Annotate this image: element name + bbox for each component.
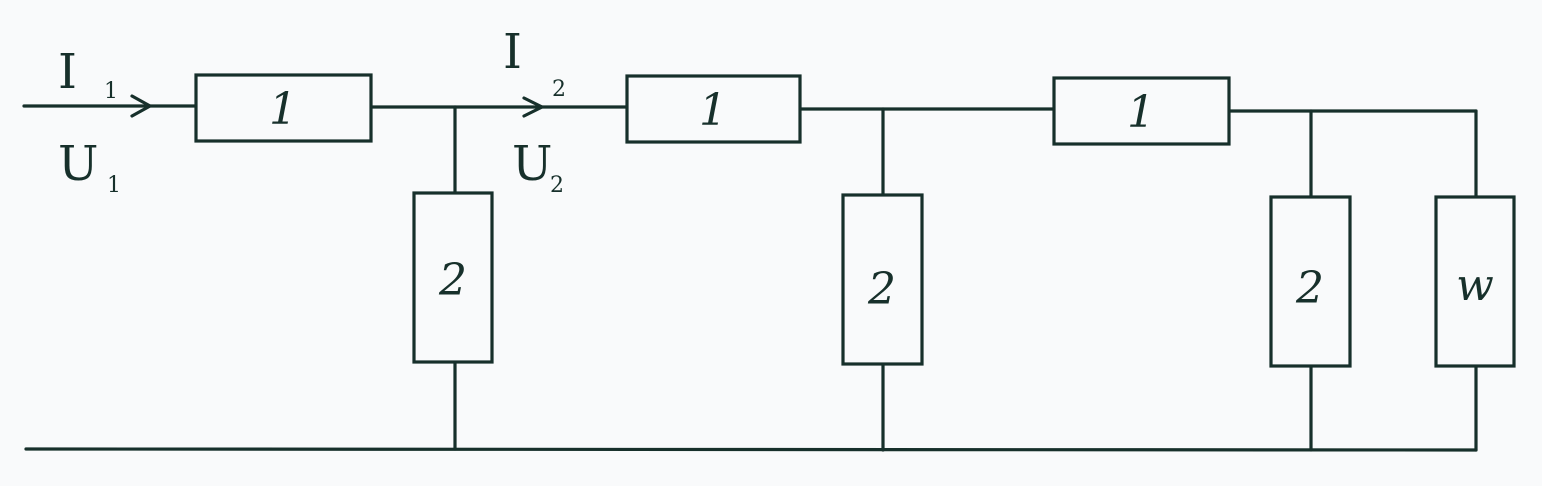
shunt-impedance-1-value: 2 xyxy=(438,255,467,306)
shunt-impedance-3: 2 xyxy=(1269,195,1352,368)
load-impedance: w xyxy=(1434,195,1516,368)
midpoint-voltage-symbol: U xyxy=(512,136,552,192)
input-current-arrow xyxy=(130,94,154,118)
wire-ground-return xyxy=(24,447,1478,452)
input-current-symbol: I xyxy=(58,44,77,100)
series-impedance-3-value: 1 xyxy=(1127,87,1155,138)
midpoint-current-label: I 2 xyxy=(503,24,566,102)
series-impedance-1: 1 xyxy=(194,73,373,143)
input-voltage-symbol: U xyxy=(58,136,98,192)
series-impedance-3: 1 xyxy=(1052,76,1231,146)
input-voltage-subscript: 1 xyxy=(107,173,121,198)
midpoint-current-symbol: I xyxy=(503,24,522,80)
series-impedance-1-value: 1 xyxy=(269,84,297,135)
load-impedance-value: w xyxy=(1456,260,1494,311)
shunt-impedance-3-value: 2 xyxy=(1295,263,1324,314)
shunt-impedance-1: 2 xyxy=(412,191,494,364)
midpoint-current-subscript: 2 xyxy=(552,77,566,102)
midpoint-current-arrow xyxy=(522,96,546,118)
midpoint-voltage-subscript: 2 xyxy=(550,173,564,198)
midpoint-voltage-label: U 2 xyxy=(512,136,564,198)
shunt-impedance-2-value: 2 xyxy=(867,264,896,315)
input-current-label: I 1 xyxy=(58,44,118,104)
input-current-subscript: 1 xyxy=(104,79,118,104)
input-voltage-label: U 1 xyxy=(58,136,121,198)
series-impedance-2-value: 1 xyxy=(699,85,727,136)
shunt-impedance-2: 2 xyxy=(841,193,924,366)
series-impedance-2: 1 xyxy=(625,74,802,144)
